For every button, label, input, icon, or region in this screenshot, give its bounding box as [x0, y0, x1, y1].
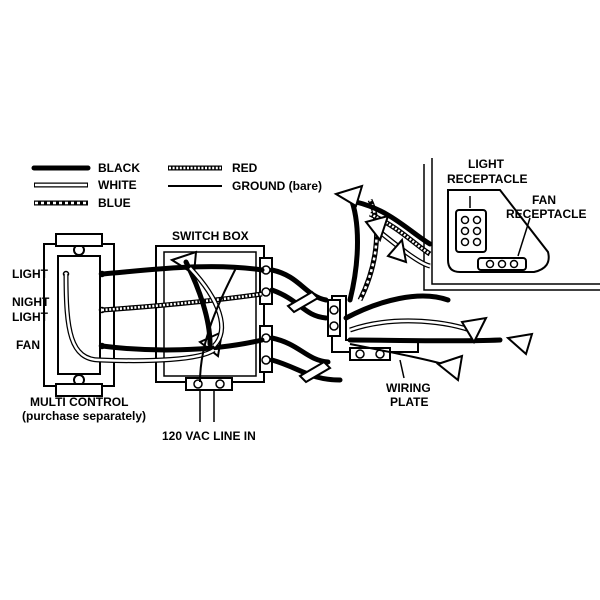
fan-receptacle-label: FAN [532, 193, 556, 207]
plate-side-wires [333, 184, 534, 382]
night-light-label-line1: NIGHT [12, 295, 50, 309]
night-light-label-line2: LIGHT [12, 310, 49, 324]
switch-to-box-wires [63, 259, 265, 383]
legend-black-label: BLACK [98, 161, 140, 175]
wiring-plate-label-2: PLATE [390, 395, 428, 409]
wiring-plate-leader [399, 359, 405, 379]
wiring-plate-label: WIRING [386, 381, 431, 395]
receptacle-panel [423, 158, 600, 291]
legend-white-label: WHITE [98, 178, 137, 192]
line-in-label: 120 VAC LINE IN [162, 429, 256, 443]
legend-ground-label: GROUND (bare) [232, 179, 322, 193]
light-receptacle-label: LIGHT [468, 157, 505, 171]
switch-box-label: SWITCH BOX [172, 229, 249, 243]
fan-terminal-label: FAN [16, 338, 40, 352]
fan-receptacle-label-2: RECEPTACLE [506, 207, 586, 221]
multi-control-label: MULTI CONTROL [30, 395, 128, 409]
legend-red-label: RED [232, 161, 258, 175]
multi-control-note: (purchase separately) [22, 409, 146, 423]
multi-control-switch [43, 233, 115, 397]
light-receptacle-label-2: RECEPTACLE [447, 172, 527, 186]
light-terminal-label: LIGHT [12, 267, 49, 281]
legend-blue-label: BLUE [98, 196, 131, 210]
legend: BLACK WHITE BLUE RED GROUND (bare) [31, 161, 322, 210]
line-in-cable [199, 390, 215, 422]
box-to-plate-cables [269, 267, 343, 384]
